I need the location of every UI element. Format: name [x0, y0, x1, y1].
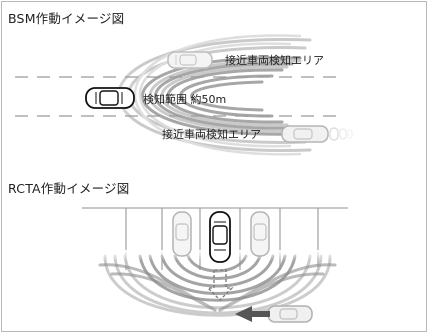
rcta-diagram [82, 207, 348, 323]
detection-range-label: 検知範囲 約50m [143, 92, 226, 106]
lower-detection-area-label: 接近車両検知エリア [162, 127, 261, 141]
approaching-car-icon [281, 125, 353, 143]
subject-car-icon [209, 211, 231, 263]
bsm-diagram: 接近車両検知エリア 検知範囲 約50m 接近車両検知エリア [15, 30, 353, 165]
approach-arrow-icon [235, 306, 270, 322]
bsm-title: BSM作動イメージ図 [8, 11, 125, 26]
rcta-title: RCTA作動イメージ図 [8, 181, 130, 196]
bsm-lane-lines [15, 76, 345, 117]
approaching-car-icon [267, 305, 313, 323]
parked-car-icon [172, 211, 192, 257]
upper-detection-area-label: 接近車両検知エリア [225, 53, 324, 67]
approaching-car-icon [167, 51, 213, 69]
subject-car-icon [85, 87, 135, 109]
parked-car-icon [250, 211, 270, 257]
